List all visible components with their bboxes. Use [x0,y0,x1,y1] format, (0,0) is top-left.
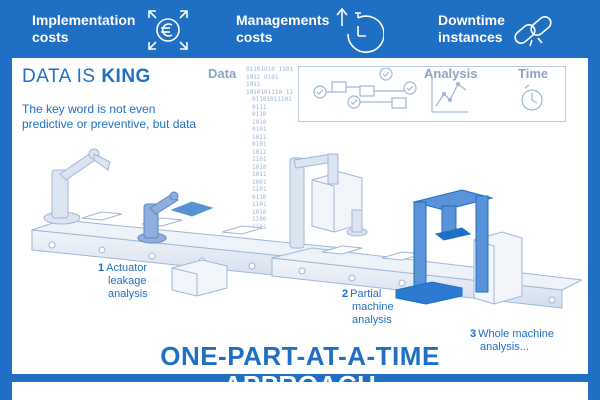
binary-line: 1101 [252,223,267,231]
clock-icon [521,84,543,111]
binary-line: 0110 [252,193,267,201]
binary-line: 1101 [252,156,267,163]
binary-line: 1011 [252,148,267,156]
line-chart-icon [431,76,468,113]
binary-line: 0110 [252,111,267,118]
header-item-downtime: Downtime instances [438,12,505,45]
binary-line: 1011 [252,133,267,141]
robot-arm-icon [43,148,111,225]
binary-line: 1010 [252,208,267,216]
euro-icon [146,8,190,52]
robot-arm-icon [289,153,368,249]
production-line-illustration [31,148,582,309]
time-label: Time [518,66,549,81]
data-label: Data [208,66,237,81]
footer-strip [12,382,588,400]
header-item-implementation: Implementation costs [32,12,136,45]
check-icon [313,85,327,99]
check-icon [379,68,393,81]
subtitle: The key word is not even predictive or p… [22,102,197,131]
binary-line: 1101 [252,201,267,208]
binary-line: 0101 [252,126,267,133]
binary-line: 01101011101 [252,96,292,103]
analysis-label: Analysis [424,66,478,81]
binary-line: 1011 [252,171,267,178]
robot-arm-icon [137,191,179,244]
analysis-diagram [313,68,543,113]
binary-line: 1010 [252,118,267,126]
binary-line: 1101 [252,186,267,193]
header-band [0,0,600,60]
binary-line: 1010101110 11 [246,88,293,96]
binary-line: 0101 [252,141,267,148]
header-item-managements: Managements costs [236,12,330,45]
stopwatch-icon [334,4,384,56]
footer-title-line2: APPROACH [223,370,377,400]
binary-line: 1011 0101 1011 [246,73,279,89]
binary-line: 1001 [252,178,267,186]
page-title: DATA IS KING [22,66,151,87]
binary-line: 1100 [252,216,267,223]
footer-title-line1: ONE-PART-AT-A-TIME [160,341,440,371]
binary-line: 01101010 1101 [246,66,293,73]
gantry-machine-icon [395,189,494,305]
analysis-box [298,66,566,122]
broken-link-icon [510,10,556,54]
binary-line: 0111 [252,103,267,111]
check-icon [403,81,417,95]
check-icon [347,95,361,109]
binary-line: 1010 [252,163,267,171]
